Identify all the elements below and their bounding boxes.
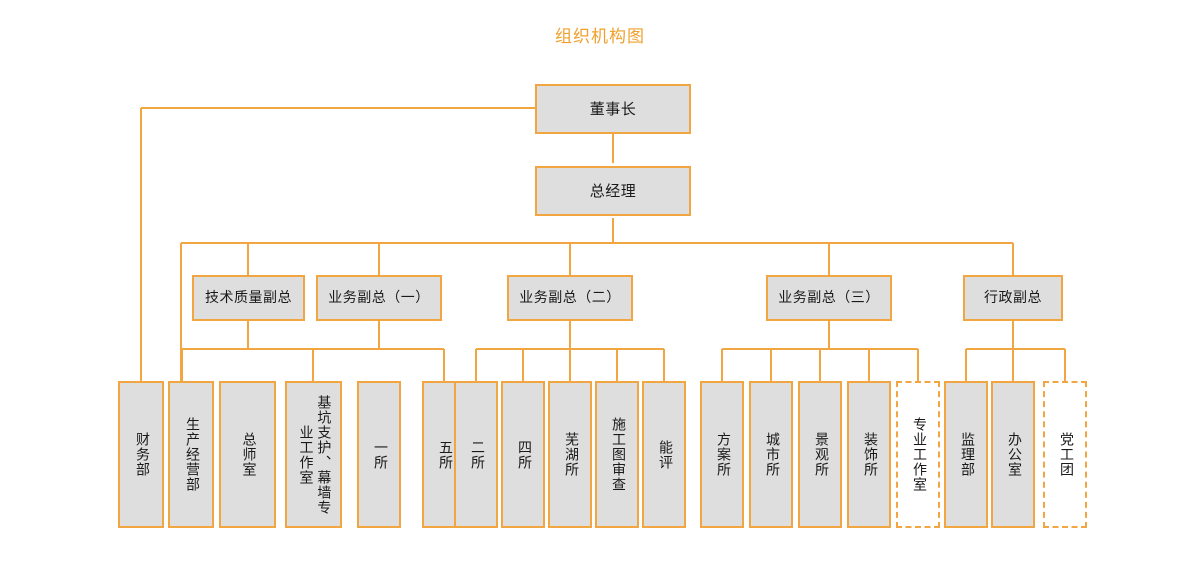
- node-landscape-institute-label: 景观所: [812, 432, 829, 477]
- node-supervision-dept[interactable]: 监理部: [944, 381, 988, 528]
- node-professional-studio-label: 专业工作室: [910, 417, 927, 492]
- node-vp-business-1[interactable]: 业务副总（一）: [316, 275, 442, 321]
- node-energy-assessment-label: 能评: [656, 439, 673, 470]
- node-institute-4[interactable]: 四所: [501, 381, 545, 528]
- node-vp-business-3[interactable]: 业务副总（三）: [766, 275, 892, 321]
- node-urban-institute-label: 城市所: [763, 432, 780, 477]
- node-chief-engineer-office[interactable]: 总师室: [219, 381, 276, 528]
- node-scheme-institute-label: 方案所: [714, 432, 731, 477]
- node-vp-admin-label: 行政副总: [984, 289, 1042, 306]
- node-vp-business-2[interactable]: 业务副总（二）: [507, 275, 633, 321]
- node-chief-engineer-office-label: 总师室: [240, 432, 257, 477]
- node-general-manager-label: 总经理: [589, 181, 637, 200]
- node-wuhu-institute[interactable]: 芜湖所: [548, 381, 592, 528]
- node-wuhu-institute-label: 芜湖所: [562, 432, 579, 477]
- node-institute-5-label: 五所: [436, 439, 453, 470]
- node-landscape-institute[interactable]: 景观所: [798, 381, 842, 528]
- node-institute-2[interactable]: 二所: [454, 381, 498, 528]
- node-urban-institute[interactable]: 城市所: [749, 381, 793, 528]
- node-vp-business-1-label: 业务副总（一）: [328, 289, 430, 306]
- node-institute-4-label: 四所: [515, 439, 532, 470]
- node-admin-office-label: 办公室: [1005, 432, 1022, 477]
- node-admin-office[interactable]: 办公室: [991, 381, 1035, 528]
- node-general-manager[interactable]: 总经理: [535, 166, 691, 216]
- node-finance-dept-label: 财务部: [133, 432, 150, 477]
- page-title: 组织机构图: [555, 27, 645, 47]
- node-vp-admin[interactable]: 行政副总: [963, 275, 1063, 321]
- node-production-mgmt-dept[interactable]: 生产经营部: [168, 381, 214, 528]
- node-foundation-curtain-studio[interactable]: 基坑支护、幕墙专业工作室: [285, 381, 342, 528]
- node-finance-dept[interactable]: 财务部: [118, 381, 164, 528]
- node-party-union-youth[interactable]: 党工团: [1043, 381, 1087, 528]
- node-vp-tech-quality[interactable]: 技术质量副总: [192, 275, 305, 321]
- node-energy-assessment[interactable]: 能评: [642, 381, 686, 528]
- node-vp-business-3-label: 业务副总（三）: [778, 289, 880, 306]
- node-vp-business-2-label: 业务副总（二）: [519, 289, 621, 306]
- node-vp-tech-quality-label: 技术质量副总: [205, 289, 292, 306]
- node-institute-1[interactable]: 一所: [357, 381, 401, 528]
- node-production-mgmt-dept-label: 生产经营部: [183, 417, 200, 492]
- node-professional-studio[interactable]: 专业工作室: [896, 381, 940, 528]
- node-chairman[interactable]: 董事长: [535, 84, 691, 134]
- node-institute-1-label: 一所: [371, 439, 388, 470]
- node-decoration-institute-label: 装饰所: [861, 432, 878, 477]
- node-construction-drawing-review[interactable]: 施工图审查: [595, 381, 639, 528]
- node-supervision-dept-label: 监理部: [958, 432, 975, 477]
- node-scheme-institute[interactable]: 方案所: [700, 381, 744, 528]
- node-chairman-label: 董事长: [589, 99, 637, 118]
- node-institute-2-label: 二所: [468, 439, 485, 470]
- node-construction-drawing-review-label: 施工图审查: [609, 417, 626, 492]
- node-foundation-curtain-studio-label: 基坑支护、幕墙专业工作室: [297, 394, 332, 515]
- node-party-union-youth-label: 党工团: [1057, 432, 1074, 477]
- node-decoration-institute[interactable]: 装饰所: [847, 381, 891, 528]
